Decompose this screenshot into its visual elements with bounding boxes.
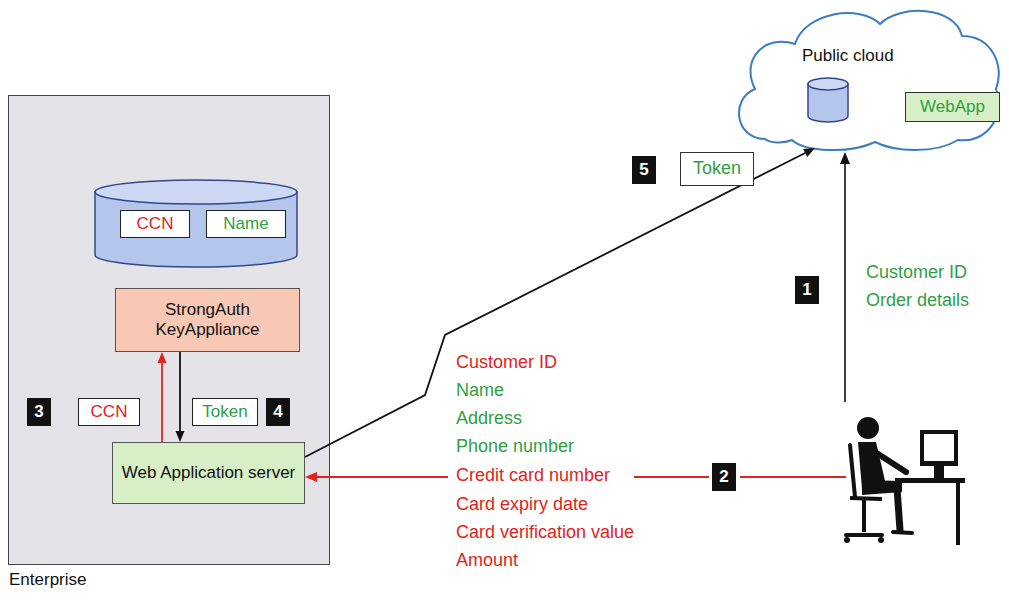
flow-connector — [305, 148, 815, 457]
flow-data-label: Card verification value — [456, 522, 634, 544]
server-box: Web Application server — [112, 442, 305, 504]
flow-data-label: Customer ID — [866, 262, 967, 284]
flow-data-label: Card expiry date — [456, 494, 588, 516]
flow-connector — [176, 352, 185, 442]
database-cylinder — [808, 78, 848, 122]
box-label: CCN — [137, 214, 174, 234]
box-label: CCN — [91, 402, 128, 422]
appliance-box: StrongAuth KeyAppliance — [115, 288, 300, 352]
box-label: Web Application server — [122, 463, 296, 483]
flow-data-label: Name — [456, 380, 504, 402]
app-box: WebApp — [905, 92, 1000, 122]
arrow-head — [176, 431, 185, 442]
callout-number: 2 — [712, 463, 736, 491]
connector-line — [305, 153, 805, 457]
request-arrow — [840, 152, 850, 402]
box-label: Token — [202, 402, 247, 422]
flow-connector — [158, 352, 167, 442]
arrow-head — [803, 148, 815, 157]
flow-data-label: Phone number — [456, 436, 574, 458]
flow-data-label: Customer ID — [456, 352, 557, 374]
cloud-outline — [730, 4, 1005, 154]
enterprise-region: EnterpriseCCNNameStrongAuth KeyAppliance… — [8, 95, 330, 565]
flow-data-label: Order details — [866, 290, 969, 312]
flow-data-label: Credit card number — [456, 465, 610, 487]
callout-number: 4 — [266, 398, 290, 426]
arrow-head — [158, 352, 167, 363]
box-label: Token — [693, 158, 741, 180]
flow-data-label: Address — [456, 408, 522, 430]
data-field-box: Name — [206, 210, 286, 238]
database-cylinder — [95, 180, 297, 267]
box-label: StrongAuth KeyAppliance — [123, 300, 292, 341]
box-label: WebApp — [920, 97, 985, 117]
token-box: Token — [680, 152, 754, 186]
callout-number: 5 — [632, 156, 656, 184]
cloud-shape: Public cloudWebApp — [730, 4, 1005, 154]
callout-number: 3 — [27, 398, 51, 426]
token-box: Token — [192, 398, 258, 426]
region-heading: Enterprise — [9, 570, 329, 590]
connector-line — [161, 363, 163, 442]
data-field-box: CCN — [78, 398, 140, 426]
flow-data-label: Amount — [456, 550, 518, 572]
cloud-heading: Public cloud — [802, 46, 894, 66]
box-label: Name — [223, 214, 268, 234]
cloud-outline-path — [739, 11, 999, 150]
callout-number: 1 — [795, 276, 819, 304]
data-field-box: CCN — [120, 210, 190, 238]
user-figure — [844, 417, 965, 545]
connector-line — [179, 352, 181, 431]
